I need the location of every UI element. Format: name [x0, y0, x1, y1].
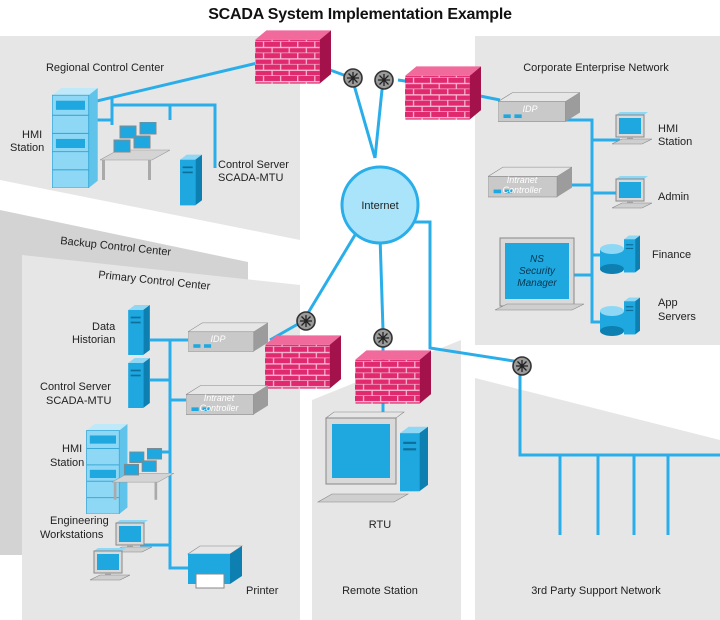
firewall-primary: [265, 335, 341, 389]
router-regional: [343, 68, 363, 88]
finance-server: [624, 235, 640, 273]
prim-server-label-2: SCADA-MTU: [46, 395, 111, 407]
eng-label-2: Workstations: [40, 529, 104, 541]
historian-label-2: Historian: [72, 334, 115, 346]
printer-label: Printer: [246, 585, 279, 597]
historian-label-1: Data: [92, 321, 116, 333]
data-historian-server: [128, 305, 150, 355]
ns-label-2: Security: [519, 266, 556, 277]
corporate-ns-security-manager: NS Security Manager: [494, 237, 585, 311]
corporate-intranet-controller: Intranet Controller: [488, 166, 572, 198]
prim-intranet-label-1: Intranet: [204, 393, 235, 403]
regional-server-label-2: SCADA-MTU: [218, 172, 283, 184]
prim-hmi-label-1: HMI: [62, 443, 82, 455]
regional-control-server: [180, 154, 202, 206]
primary-idp: IDP: [188, 322, 268, 352]
corp-intranet-label-2: Controller: [502, 185, 542, 195]
prim-intranet-label-2: Controller: [199, 403, 239, 413]
corp-admin-label: Admin: [658, 191, 689, 203]
regional-hmi-rack: [52, 88, 98, 188]
corp-hmi-label-2: Station: [658, 136, 692, 148]
firewall-corporate: [405, 66, 481, 120]
zone-corporate-label: Corporate Enterprise Network: [523, 62, 669, 74]
prim-server-label-1: Control Server: [40, 381, 111, 393]
corp-app-label-2: Servers: [658, 311, 696, 323]
zone-third-party-label: 3rd Party Support Network: [531, 585, 661, 597]
corp-hmi-label-1: HMI: [658, 123, 678, 135]
internet-label: Internet: [361, 200, 398, 212]
router-corporate: [374, 70, 394, 90]
app-server-db: [600, 306, 624, 336]
prim-idp-label: IDP: [210, 334, 225, 344]
zone-primary-control-center: [22, 255, 300, 620]
printer: [187, 545, 243, 589]
firewall-remote: [355, 350, 431, 404]
router-primary: [296, 311, 316, 331]
zone-regional-label: Regional Control Center: [46, 62, 164, 74]
rtu-label: RTU: [369, 519, 391, 531]
firewall-regional: [255, 30, 331, 84]
prim-hmi-label-2: Station: [50, 457, 84, 469]
ns-label-3: Manager: [517, 278, 557, 289]
router-third-party: [512, 356, 532, 376]
app-server-tower: [624, 297, 640, 335]
corporate-idp-label: IDP: [522, 104, 537, 114]
finance-db-1: [600, 244, 624, 274]
corp-finance-label: Finance: [652, 249, 691, 261]
diagram-title: SCADA System Implementation Example: [208, 6, 512, 23]
corporate-idp: IDP: [498, 92, 580, 123]
regional-hmi-label-1: HMI: [22, 129, 42, 141]
regional-server-label-1: Control Server: [218, 159, 289, 171]
primary-control-server: [128, 358, 150, 408]
eng-label-1: Engineering: [50, 515, 109, 527]
zone-remote-label: Remote Station: [342, 585, 418, 597]
rtu-workstation: [316, 411, 428, 503]
primary-intranet-controller: Intranet Controller: [186, 385, 268, 416]
regional-hmi-label-2: Station: [10, 142, 44, 154]
corp-intranet-label-1: Intranet: [507, 175, 538, 185]
primary-hmi-rack: [86, 424, 128, 514]
internet-cloud: Internet: [340, 165, 420, 245]
router-remote: [373, 328, 393, 348]
corp-app-label-1: App: [658, 297, 678, 309]
ns-label-1: NS: [530, 254, 544, 265]
